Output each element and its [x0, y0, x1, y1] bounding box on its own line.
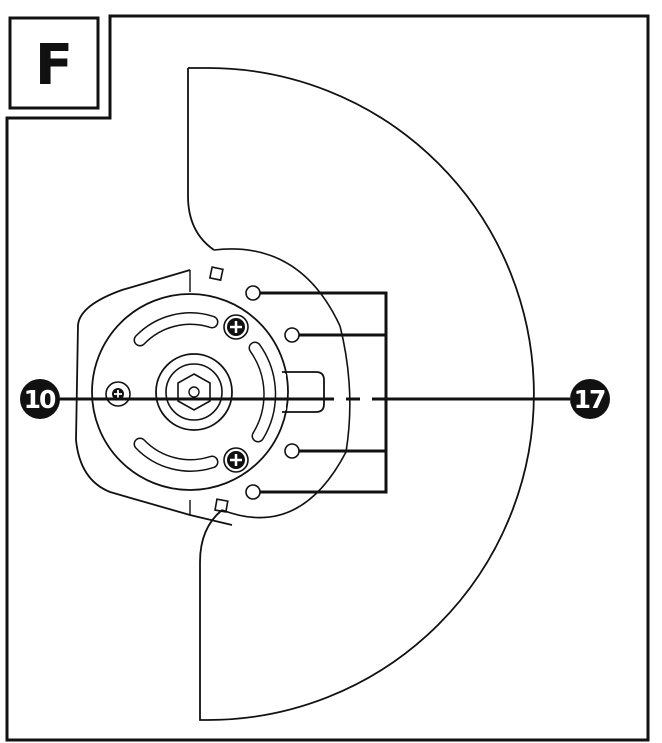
blade-guard: [187, 67, 535, 721]
flange-slot-upper-inner: [135, 313, 217, 345]
flange-tab-fill: [280, 374, 286, 410]
callout-10-label: 10: [24, 385, 56, 414]
flange-plate: [91, 293, 289, 491]
inner-ring-arc-lower: [221, 451, 347, 519]
panel-label-box: [8, 16, 100, 110]
flange-slot-right-inner: [250, 343, 275, 441]
guard-hole-4: [245, 484, 261, 500]
screw-bottom: [223, 447, 249, 473]
callout-17: 17: [570, 379, 610, 419]
guard-hole-1: [245, 285, 261, 301]
housing-outline: [75, 269, 233, 526]
guard-hole-2: [284, 327, 300, 343]
hub-outer: [155, 353, 233, 431]
callout-17-label: 17: [574, 385, 605, 414]
square-mark-bottom: [214, 498, 229, 513]
square-mark-top: [208, 266, 224, 282]
callout-10: 10: [20, 379, 60, 419]
panel-label: F: [35, 33, 73, 98]
inner-ring-arc-upper: [213, 248, 341, 327]
hub-inner: [165, 363, 223, 421]
bracket-lines: [260, 291, 388, 494]
flange-tab: [282, 371, 325, 413]
screw-top: [223, 314, 249, 340]
hub-hexagon: [177, 373, 211, 411]
inner-ring-edge: [339, 325, 351, 453]
flange-slot-lower-inner: [135, 439, 217, 471]
outer-frame: [5, 14, 650, 742]
guard-hole-3: [284, 443, 300, 459]
spindle-center: [188, 386, 200, 398]
screw-left: [105, 381, 131, 407]
